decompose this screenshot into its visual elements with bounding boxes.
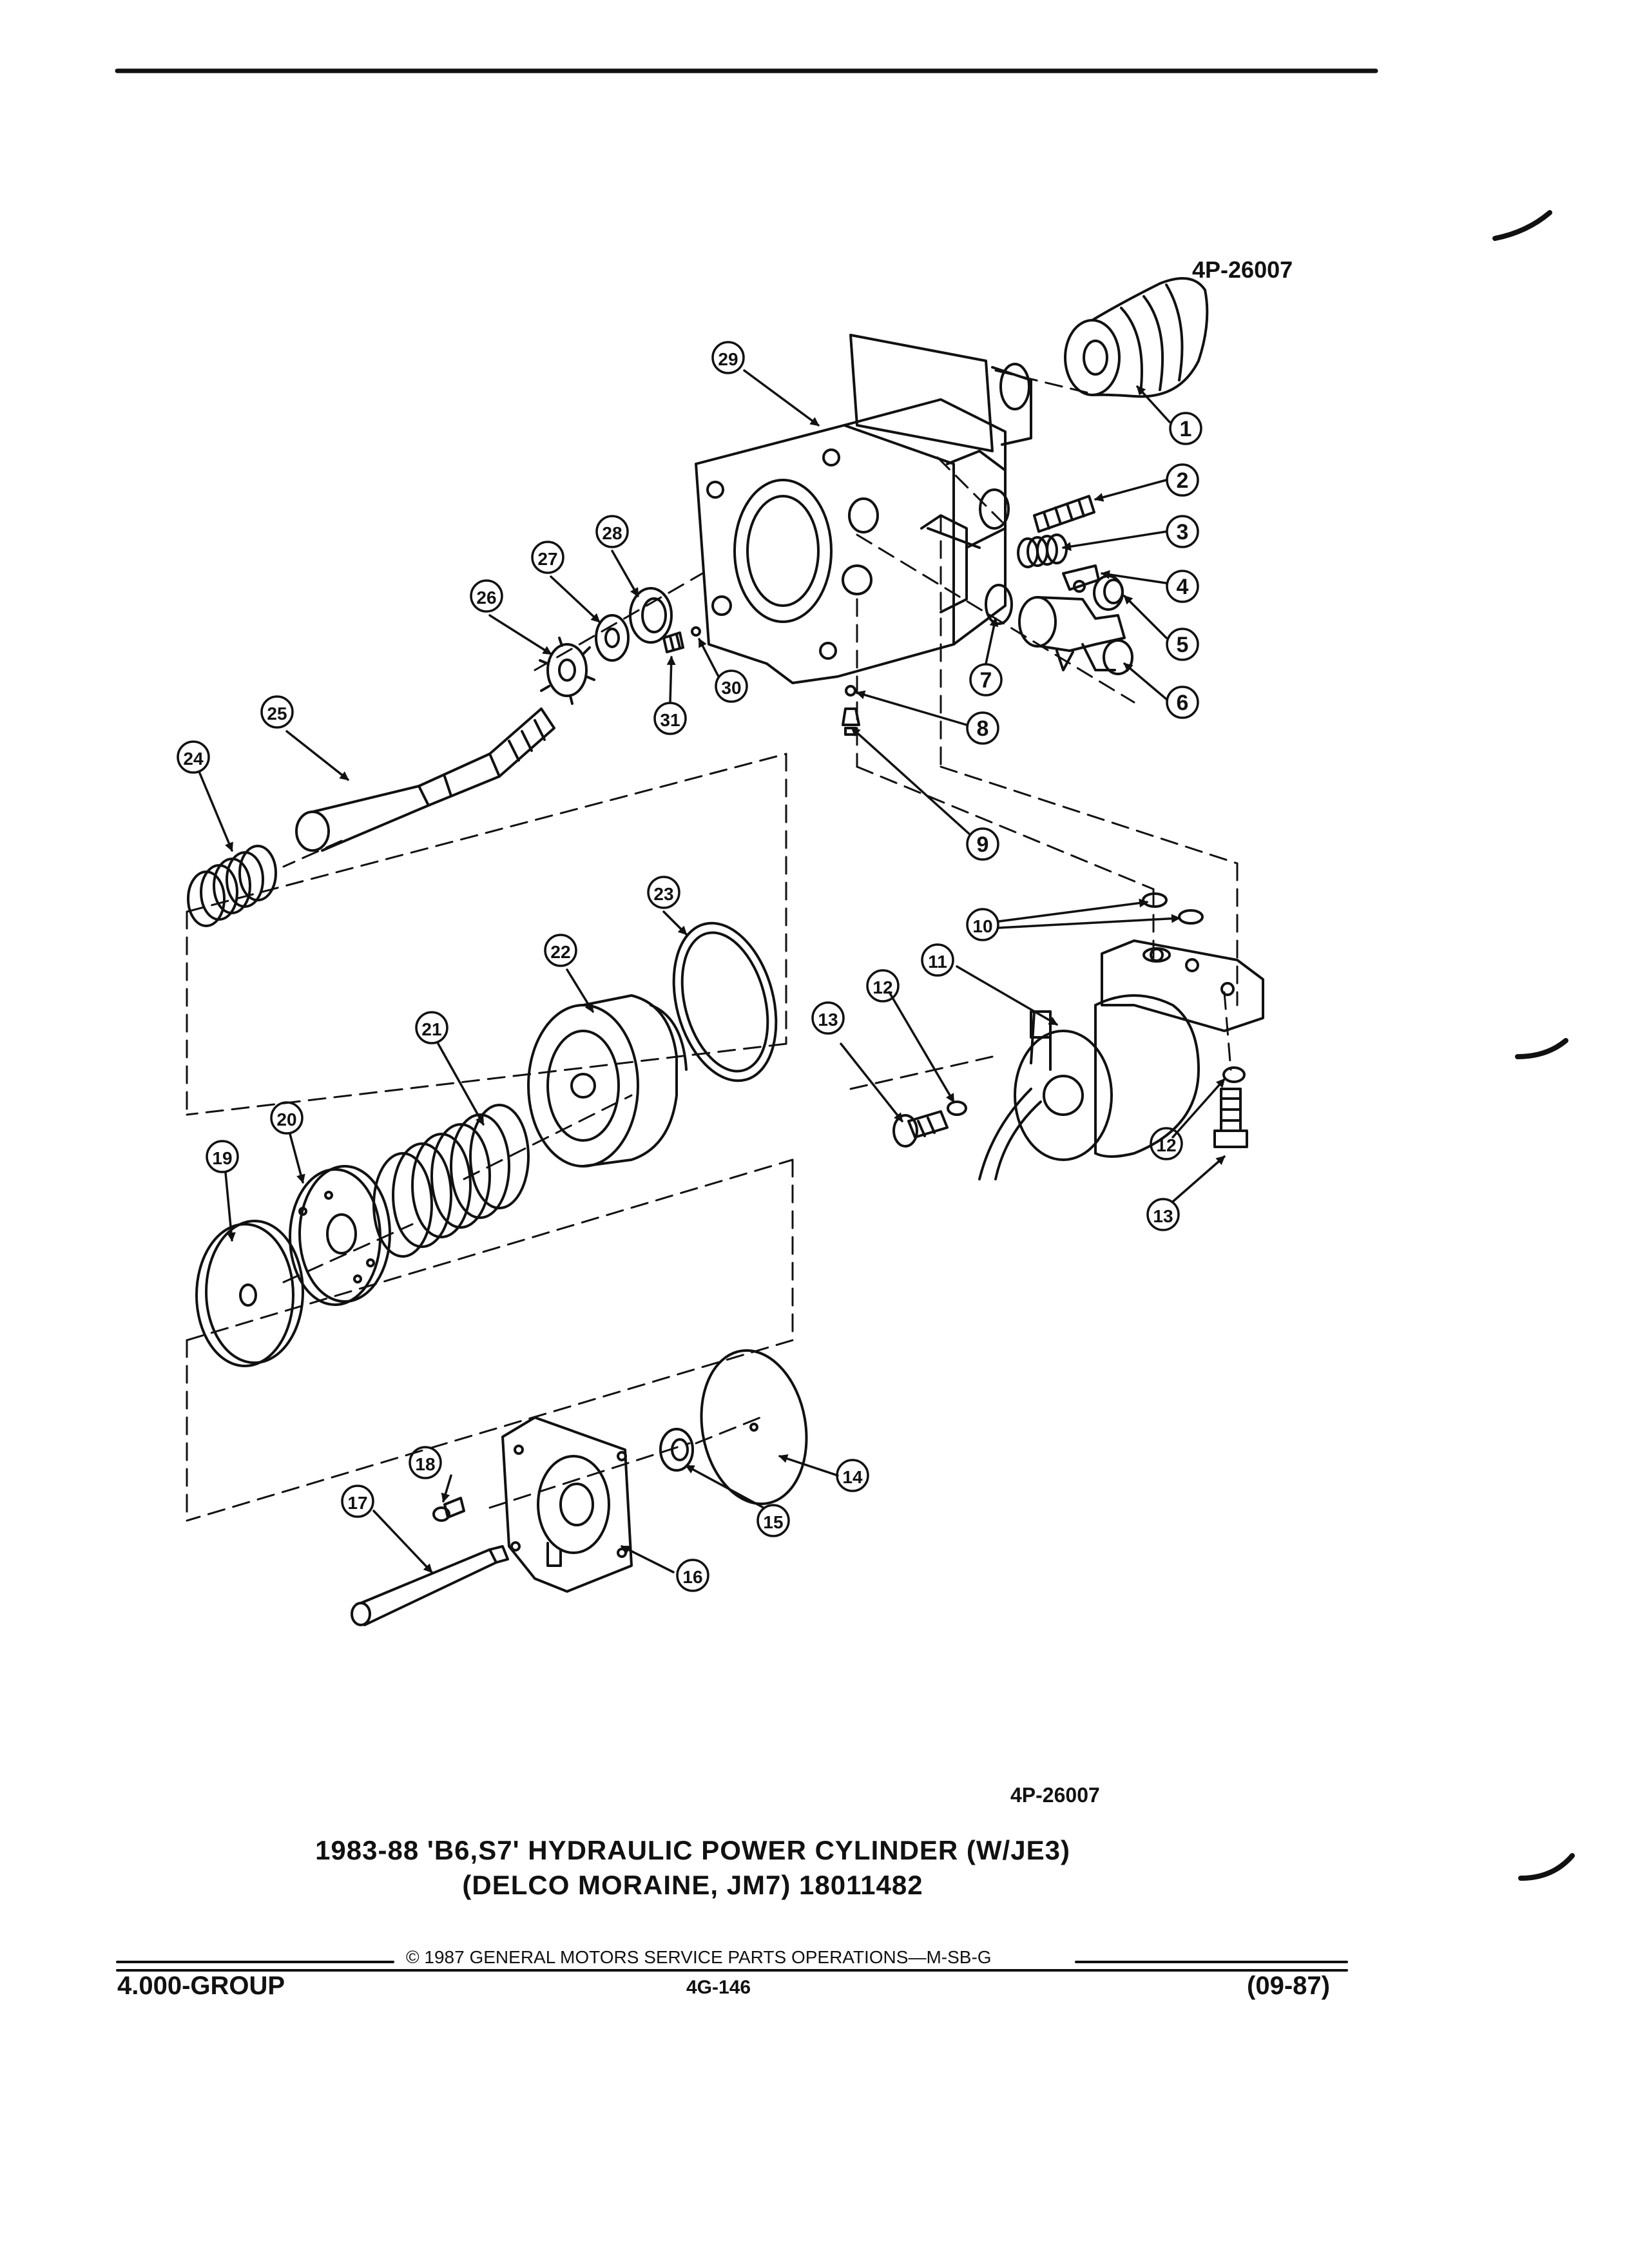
leader-lines [198,369,1226,1573]
part-bolt-right [1213,1088,1248,1148]
callout-numbers: 1 2 3 4 5 6 7 8 9 10 11 12 12 13 13 14 1… [183,349,1191,1587]
part-end-plate [501,1416,633,1593]
part-washer [595,614,630,662]
figure-reference-top: 4P-26007 [1192,256,1293,283]
footer-date: (09-87) [1247,1972,1330,2000]
part-boot [1064,277,1209,398]
footer-page-number: 4G-146 [686,1977,751,1998]
part-valve-body [1018,596,1133,675]
callout-9: 9 [977,832,989,857]
callout-13a: 13 [818,1010,838,1030]
page-edge-marks [1492,210,1575,1881]
callout-28: 28 [602,523,622,543]
part-o-ring-10a [1142,892,1168,908]
figure-title-line1: 1983-88 'B6,S7' HYDRAULIC POWER CYLINDER… [315,1835,1070,1865]
part-return-spring [187,845,277,927]
part-small-spring [1017,533,1068,568]
callout-1: 1 [1180,417,1192,441]
callout-22: 22 [550,942,570,962]
part-housing [695,334,1032,684]
part-rod [351,1545,509,1626]
callout-27: 27 [537,549,557,569]
part-bolt-left [892,1110,949,1148]
callout-7: 7 [980,668,992,693]
callout-21: 21 [421,1019,441,1039]
part-poppet [1062,564,1100,593]
part-lock-washer-right [1222,1066,1246,1083]
footer-copyright: © 1987 GENERAL MOTORS SERVICE PARTS OPER… [406,1947,992,1967]
part-main-spring [372,1104,530,1258]
callout-10: 10 [972,916,992,936]
callout-18: 18 [415,1454,435,1474]
callout-3: 3 [1177,520,1189,544]
callout-24: 24 [183,749,204,769]
callout-16: 16 [682,1567,702,1587]
assembly-guide-lines [186,369,1239,1522]
part-stud [1033,495,1095,533]
figure-reference-bottom: 4P-26007 [1010,1783,1100,1807]
callout-31: 31 [660,710,680,730]
callout-6: 6 [1177,691,1189,715]
callout-2: 2 [1177,468,1189,493]
part-seal [629,587,673,644]
part-snap-ring [672,921,778,1082]
callout-12a: 12 [872,977,892,997]
callout-17: 17 [347,1493,367,1513]
callout-13b: 13 [1153,1206,1173,1226]
part-lock-washer-left [947,1100,967,1116]
part-o-ring [985,584,1013,625]
callout-23: 23 [653,884,673,904]
callout-19: 19 [212,1148,232,1168]
part-solenoid [978,939,1264,1180]
part-sleeve-31 [662,631,684,653]
callout-29: 29 [718,349,738,369]
part-retainer-30 [691,626,701,637]
callout-14: 14 [842,1467,863,1487]
part-disc [195,1220,304,1367]
part-o-ring-10b [1178,909,1204,925]
footer-group: 4.000-GROUP [117,1972,285,2000]
callout-20: 20 [276,1110,296,1129]
callout-25: 25 [267,704,287,724]
callout-circles [177,341,1202,1592]
part-screw [432,1497,465,1522]
callout-8: 8 [977,716,989,741]
callout-12b: 12 [1156,1135,1176,1155]
part-piston [527,994,688,1168]
callout-26: 26 [476,588,496,608]
callout-5: 5 [1177,633,1189,657]
part-cap [1093,575,1124,611]
part-push-rod [295,707,555,852]
callout-30: 30 [721,678,741,698]
callout-11: 11 [928,952,947,972]
part-star-washer [539,637,595,705]
callout-15: 15 [763,1512,783,1532]
figure-title-line2: (DELCO MORAINE, JM7) 18011482 [462,1870,923,1900]
part-diaphragm [700,1349,808,1505]
part-seal-15 [659,1428,694,1472]
part-plate [289,1165,391,1306]
callout-4: 4 [1177,575,1189,599]
